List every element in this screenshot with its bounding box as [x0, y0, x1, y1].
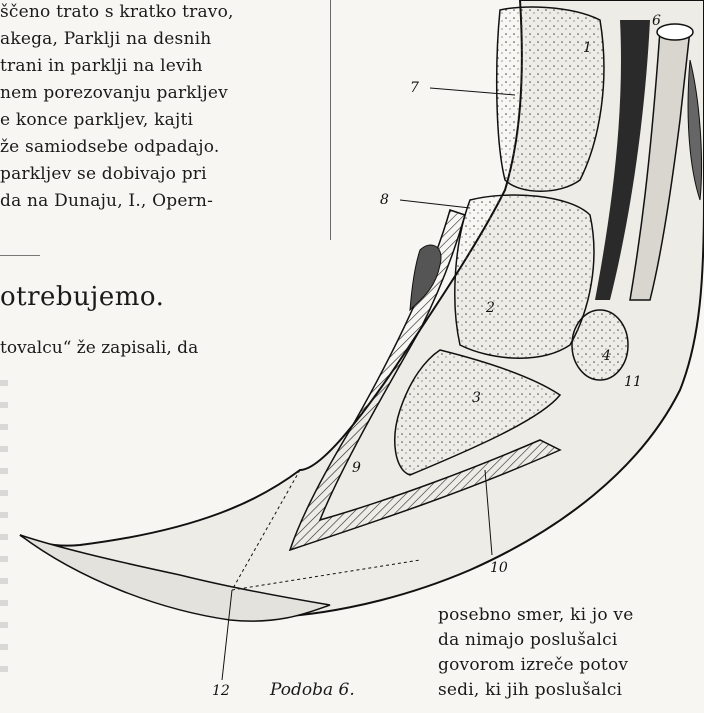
label-11: 11 — [624, 374, 642, 390]
right-line-1: posebno smer, ki jo ve — [438, 605, 633, 625]
label-6: 6 — [652, 13, 661, 29]
right-line-4: sedi, ki jih poslušalci — [438, 680, 622, 700]
label-3: 3 — [472, 390, 481, 406]
tendon-6-cap — [657, 24, 693, 40]
bone-4 — [572, 310, 628, 380]
label-10: 10 — [490, 560, 508, 576]
label-9: 9 — [352, 460, 361, 476]
label-4: 4 — [601, 348, 611, 364]
label-12: 12 — [212, 683, 230, 699]
label-1: 1 — [583, 40, 592, 56]
right-line-2: da nimajo poslušalci — [438, 630, 617, 650]
figure-caption: Podoba 6. — [270, 680, 355, 700]
label-7: 7 — [410, 80, 419, 96]
bone-1 — [497, 7, 604, 191]
label-8: 8 — [380, 192, 389, 208]
label-2: 2 — [485, 300, 495, 316]
right-column: posebno smer, ki jo ve da nimajo posluša… — [438, 605, 704, 713]
leader-8 — [400, 200, 470, 208]
right-line-3: govorom izreče potov — [438, 655, 628, 675]
